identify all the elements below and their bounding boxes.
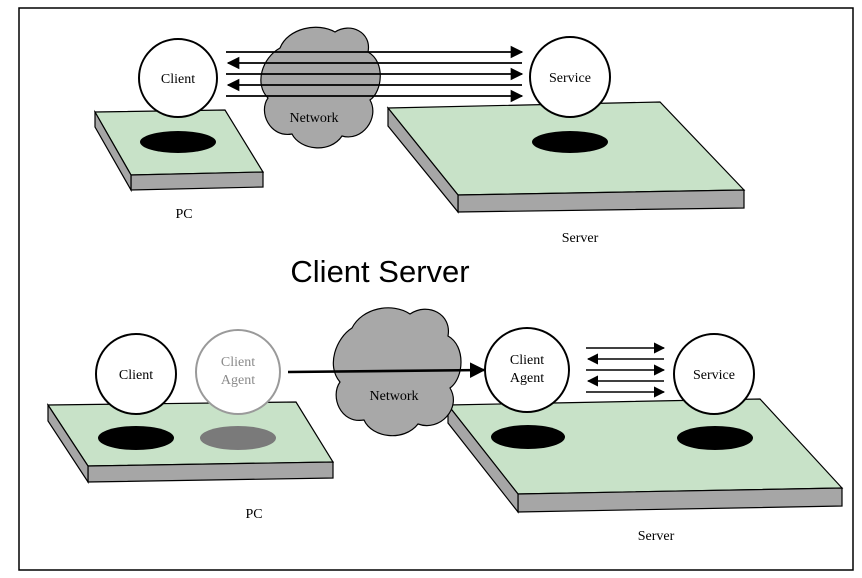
pc-agent-port-hole <box>200 426 276 450</box>
client-label-bottom: Client <box>119 368 153 383</box>
client-label-top: Client <box>161 72 195 87</box>
pc-port-hole <box>140 131 216 153</box>
server-label-top: Server <box>562 231 599 246</box>
top-diagram: Network Client Service PC Server <box>93 26 746 246</box>
server-platform-top <box>386 101 746 214</box>
network-label-top: Network <box>290 111 339 126</box>
pc-label-bottom: PC <box>245 507 262 522</box>
bottom-diagram: Network Client Client Agent Client Agen <box>46 307 844 544</box>
client-agent-server-label-line2: Agent <box>510 371 544 386</box>
service-node-top: Service <box>529 36 611 118</box>
client-agent-node-pc: Client Agent <box>195 329 281 415</box>
network-label-bottom: Network <box>370 389 419 404</box>
pc-client-port-hole <box>98 426 174 450</box>
client-agent-server-label-line1: Client <box>510 353 544 368</box>
network-cloud-top: Network <box>260 26 381 149</box>
client-agent-pc-label-line1: Client <box>221 355 255 370</box>
server-agent-port-hole <box>491 425 565 449</box>
pc-platform-top <box>93 109 265 193</box>
pc-platform-bottom <box>46 401 335 485</box>
client-agent-pc-label-line2: Agent <box>221 373 255 388</box>
bottom-arrows <box>586 342 666 398</box>
top-arrows <box>226 45 524 103</box>
pc-label-top: PC <box>175 207 192 222</box>
server-label-bottom: Server <box>638 529 675 544</box>
client-agent-node-server: Client Agent <box>484 327 570 413</box>
agent-to-agent-arrow <box>287 362 486 378</box>
diagram-title: Client Server <box>290 254 469 289</box>
service-node-bottom: Service <box>673 333 755 415</box>
client-node-top: Client <box>138 38 218 118</box>
server-port-hole <box>532 131 608 153</box>
client-node-bottom: Client <box>95 333 177 415</box>
server-service-port-hole <box>677 426 753 450</box>
service-label-bottom: Service <box>693 368 735 383</box>
server-platform-bottom <box>446 398 844 514</box>
service-label-top: Service <box>549 71 591 86</box>
